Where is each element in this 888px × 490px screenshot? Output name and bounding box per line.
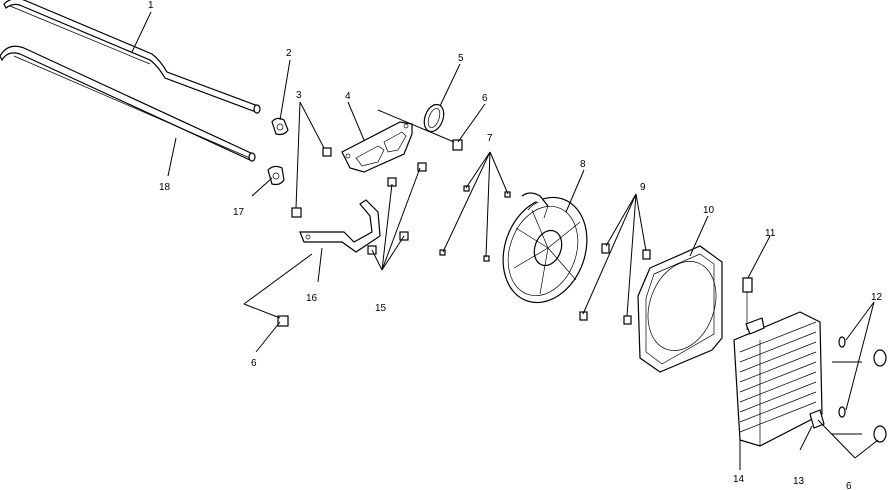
leader-lines	[131, 11, 879, 470]
fastener-right-lower	[873, 425, 887, 443]
callout-13: 13	[793, 476, 805, 487]
callout-11: 11	[765, 228, 776, 239]
callout-16: 16	[306, 293, 318, 304]
fan-clips	[439, 185, 511, 262]
fastener-left	[277, 315, 289, 327]
bracket	[299, 199, 381, 253]
callout-6-left: 6	[251, 358, 257, 369]
fastener-right-upper	[873, 349, 887, 367]
callout-7: 7	[487, 133, 493, 144]
callout-15: 15	[375, 303, 387, 314]
callout-6-top: 6	[482, 93, 488, 104]
cooling-fan	[502, 192, 588, 304]
callout-2: 2	[286, 48, 292, 59]
callout-18: 18	[159, 182, 171, 193]
callout-10: 10	[703, 205, 715, 216]
callout-8: 8	[580, 159, 586, 170]
spacer-upper	[322, 147, 332, 157]
callout-4: 4	[345, 91, 351, 102]
washers	[838, 336, 846, 418]
callout-14: 14	[733, 474, 745, 485]
hose-clamp-lower	[267, 165, 285, 186]
callout-3: 3	[296, 90, 302, 101]
coolant-tube-lower	[0, 45, 256, 162]
hose-clamp-upper	[271, 117, 289, 136]
callout-17: 17	[233, 207, 245, 218]
mounting-plate	[341, 121, 413, 173]
callout-1: 1	[148, 0, 154, 11]
callout-5: 5	[458, 53, 464, 64]
callout-9: 9	[640, 182, 646, 193]
drain-plug	[809, 409, 825, 429]
callout-12: 12	[871, 292, 883, 303]
o-ring	[423, 103, 445, 133]
coolant-tube-upper	[3, 0, 261, 114]
callout-labels: 1 2 3 4 5 6 7 8 9 10 11 12 13 14 15 16 1…	[148, 0, 883, 490]
fastener-top	[452, 139, 463, 151]
fan-shroud	[637, 245, 723, 373]
radiator	[733, 311, 823, 447]
callout-6-right: 6	[846, 481, 852, 490]
spacer-lower	[291, 207, 302, 218]
